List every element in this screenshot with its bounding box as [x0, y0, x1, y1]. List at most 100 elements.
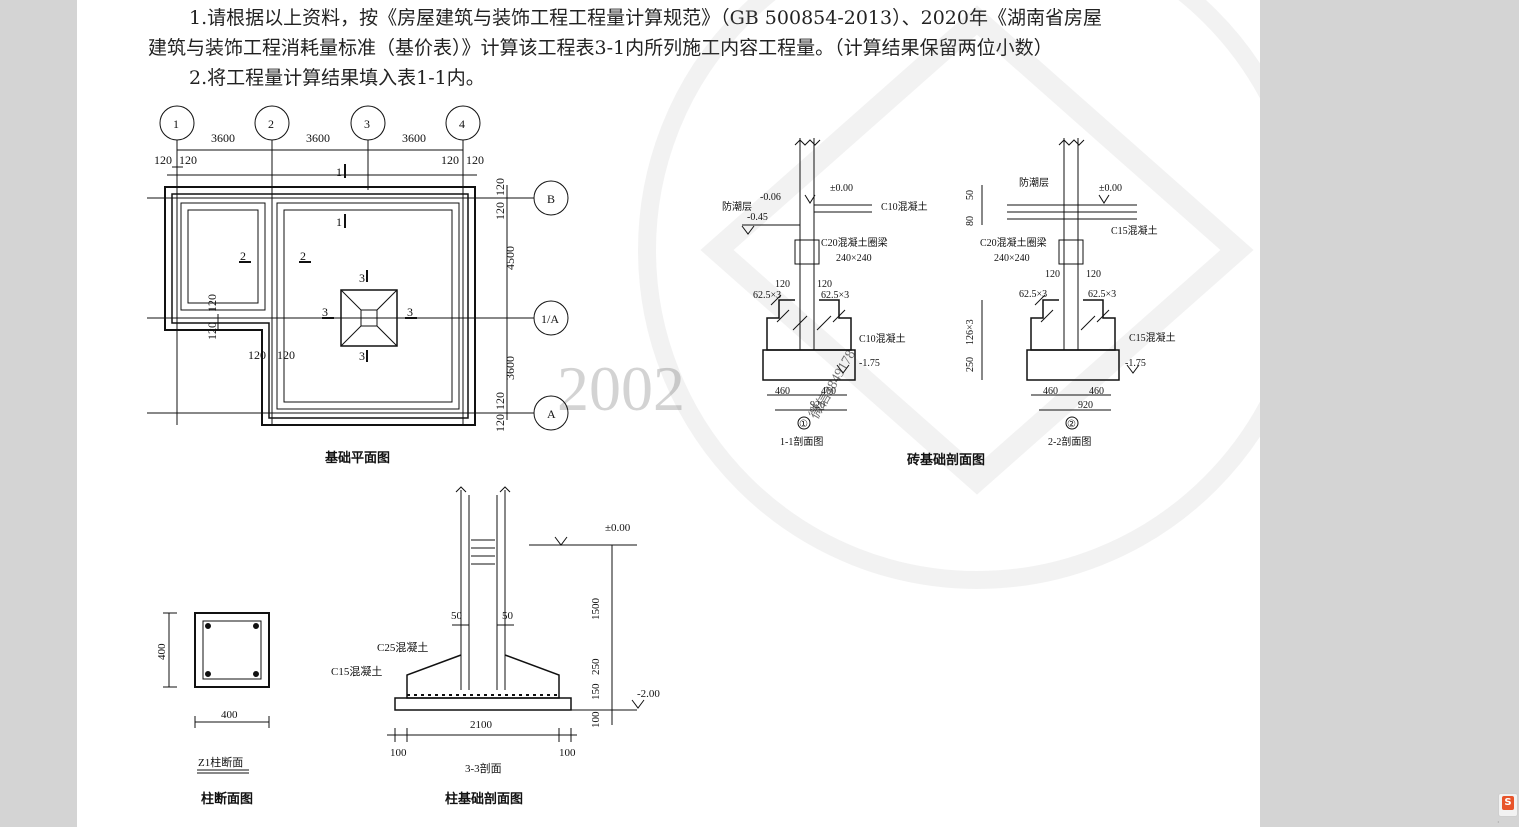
- paragraph-2: 2.将工程量计算结果填入表1-1内。: [189, 67, 485, 89]
- span-1-2: 3600: [211, 131, 235, 145]
- s2-conc-top: C15混凝土: [1111, 224, 1158, 237]
- row-dim-6: 120: [493, 414, 507, 432]
- cf-h100: 100: [590, 711, 602, 728]
- s1-w1: 120: [775, 279, 790, 290]
- cf-w100b: 100: [559, 747, 576, 759]
- paragraph-1-line-2: 建筑与装饰工程消耗量标准（基价表）》计算该工程表3-1内所列施工内容工程量。（计…: [148, 37, 1053, 59]
- side-indicator: ·: [1497, 818, 1500, 827]
- row-dim-2: 120: [493, 202, 507, 220]
- axis-1: 1: [173, 117, 179, 131]
- offset-right-b: 120: [466, 153, 484, 167]
- s2-step-right: 62.5×3: [1088, 289, 1116, 300]
- column-label: Z1柱断面: [198, 755, 243, 769]
- cf-h1500: 1500: [590, 598, 602, 621]
- offset-left-a: 120: [154, 153, 172, 167]
- s2-zero: ±0.00: [1099, 183, 1122, 194]
- s1-level-2: -0.45: [747, 212, 768, 223]
- cf-bottom: -2.00: [637, 688, 660, 700]
- s2-h50: 50: [965, 190, 976, 200]
- axis-4: 4: [459, 117, 465, 131]
- section-mark-3d: 3: [407, 305, 413, 319]
- s1-dpc: 防潮层: [722, 200, 752, 213]
- watermark: [638, 0, 1260, 589]
- s2-h80: 80: [965, 216, 976, 226]
- offset-right-a: 120: [441, 153, 459, 167]
- column-footing-section: [387, 486, 645, 742]
- s2-bottom-level: -1.75: [1125, 358, 1146, 369]
- offset-mid-a: 120: [248, 348, 266, 362]
- row-dim-3600: 3600: [503, 356, 517, 380]
- cf-title: 3-3剖面: [465, 761, 502, 775]
- column-footing-labels: ±0.00 -2.00 C25混凝土 C15混凝土 50 50 1500 250…: [331, 522, 660, 775]
- section-mark-1b: 1: [336, 215, 342, 229]
- section-mark-3c: 3: [322, 305, 328, 319]
- input-method-icon[interactable]: S: [1498, 793, 1518, 817]
- column-section: [163, 612, 270, 774]
- section-mark-3a: 3: [359, 271, 365, 285]
- row-dim-4500: 4500: [503, 246, 517, 270]
- s1-title: 1-1剖面图: [780, 435, 823, 448]
- s2-title: 2-2剖面图: [1048, 435, 1091, 448]
- row-dim-1: 120: [493, 178, 507, 196]
- s1-conc-top: C10混凝土: [881, 200, 928, 213]
- row-dim-5: 120: [493, 392, 507, 410]
- foundation-plan: [147, 105, 569, 431]
- column-height: 400: [156, 643, 168, 660]
- axis-1A: 1/A: [541, 312, 559, 326]
- s1-conc-bot: C10混凝土: [859, 332, 906, 345]
- s2-w2: 120: [1086, 269, 1101, 280]
- s2-marker: ②: [1067, 419, 1076, 430]
- offset-left-b: 120: [179, 153, 197, 167]
- brick-sections-caption: 砖基础剖面图: [907, 452, 985, 467]
- s2-dim-460a: 460: [1043, 386, 1058, 397]
- span-2-3: 3600: [306, 131, 330, 145]
- s2-step-left: 62.5×3: [1019, 289, 1047, 300]
- s1-zero: ±0.00: [830, 183, 853, 194]
- s1-w2: 120: [817, 279, 832, 290]
- section-1-1-labels: 防潮层 -0.06 -0.45 ±0.00 C10混凝土 C20混凝土圈梁 24…: [722, 183, 928, 448]
- s1-step-right: 62.5×3: [821, 290, 849, 301]
- cf-h250: 250: [590, 658, 602, 675]
- cf-dim-50a: 50: [451, 610, 463, 622]
- left-dim-a: 120: [205, 294, 219, 312]
- column-width: 400: [221, 709, 238, 721]
- section-mark-2b: 2: [300, 249, 306, 263]
- section-2-2: [981, 138, 1140, 430]
- left-dim-b: 120: [205, 322, 219, 340]
- s1-dim-460b: 460: [821, 386, 836, 397]
- paragraph-1-line-1: 1.请根据以上资料，按《房屋建筑与装饰工程工程量计算规范》（GB 500854-…: [189, 7, 1102, 29]
- engineering-drawing: 2002 微信3849178: [147, 0, 1260, 806]
- s2-h126: 126×3: [965, 319, 976, 345]
- watermark-number: 2002: [557, 353, 685, 424]
- s2-dim-460b: 460: [1089, 386, 1104, 397]
- plan-labels: 1 2 3 4 B 1/A A 3600 3600 3600 120 120 1…: [154, 117, 559, 432]
- cf-c15: C15混凝土: [331, 664, 382, 678]
- column-footing-caption: 柱基础剖面图: [445, 791, 523, 806]
- cf-zero: ±0.00: [605, 522, 631, 534]
- axis-2: 2: [268, 117, 274, 131]
- s1-step-left: 62.5×3: [753, 290, 781, 301]
- s2-w1: 120: [1045, 269, 1060, 280]
- s1-dim-460a: 460: [775, 386, 790, 397]
- cf-w100a: 100: [390, 747, 407, 759]
- s1-bottom-level: -1.75: [859, 358, 880, 369]
- s2-dpc: 防潮层: [1019, 176, 1049, 189]
- s2-h250: 250: [965, 357, 976, 372]
- axis-A: A: [547, 407, 556, 421]
- column-caption: 柱断面图: [201, 791, 253, 806]
- offset-mid-b: 120: [277, 348, 295, 362]
- cf-dim-50b: 50: [502, 610, 514, 622]
- s2-beam-size: 240×240: [994, 253, 1030, 264]
- document-page: 1.请根据以上资料，按《房屋建筑与装饰工程工程量计算规范》（GB 500854-…: [77, 0, 1260, 827]
- span-3-4: 3600: [402, 131, 426, 145]
- s1-beam: C20混凝土圈梁: [821, 236, 888, 249]
- s2-conc-bot: C15混凝土: [1129, 331, 1176, 344]
- s1-level-1: -0.06: [760, 192, 781, 203]
- cf-w2100: 2100: [470, 719, 493, 731]
- cf-c25: C25混凝土: [377, 640, 428, 654]
- section-mark-2a: 2: [240, 249, 246, 263]
- s2-dim-920: 920: [1078, 400, 1093, 411]
- s2-beam: C20混凝土圈梁: [980, 236, 1047, 249]
- section-mark-1a: 1: [336, 165, 342, 179]
- axis-B: B: [547, 192, 555, 206]
